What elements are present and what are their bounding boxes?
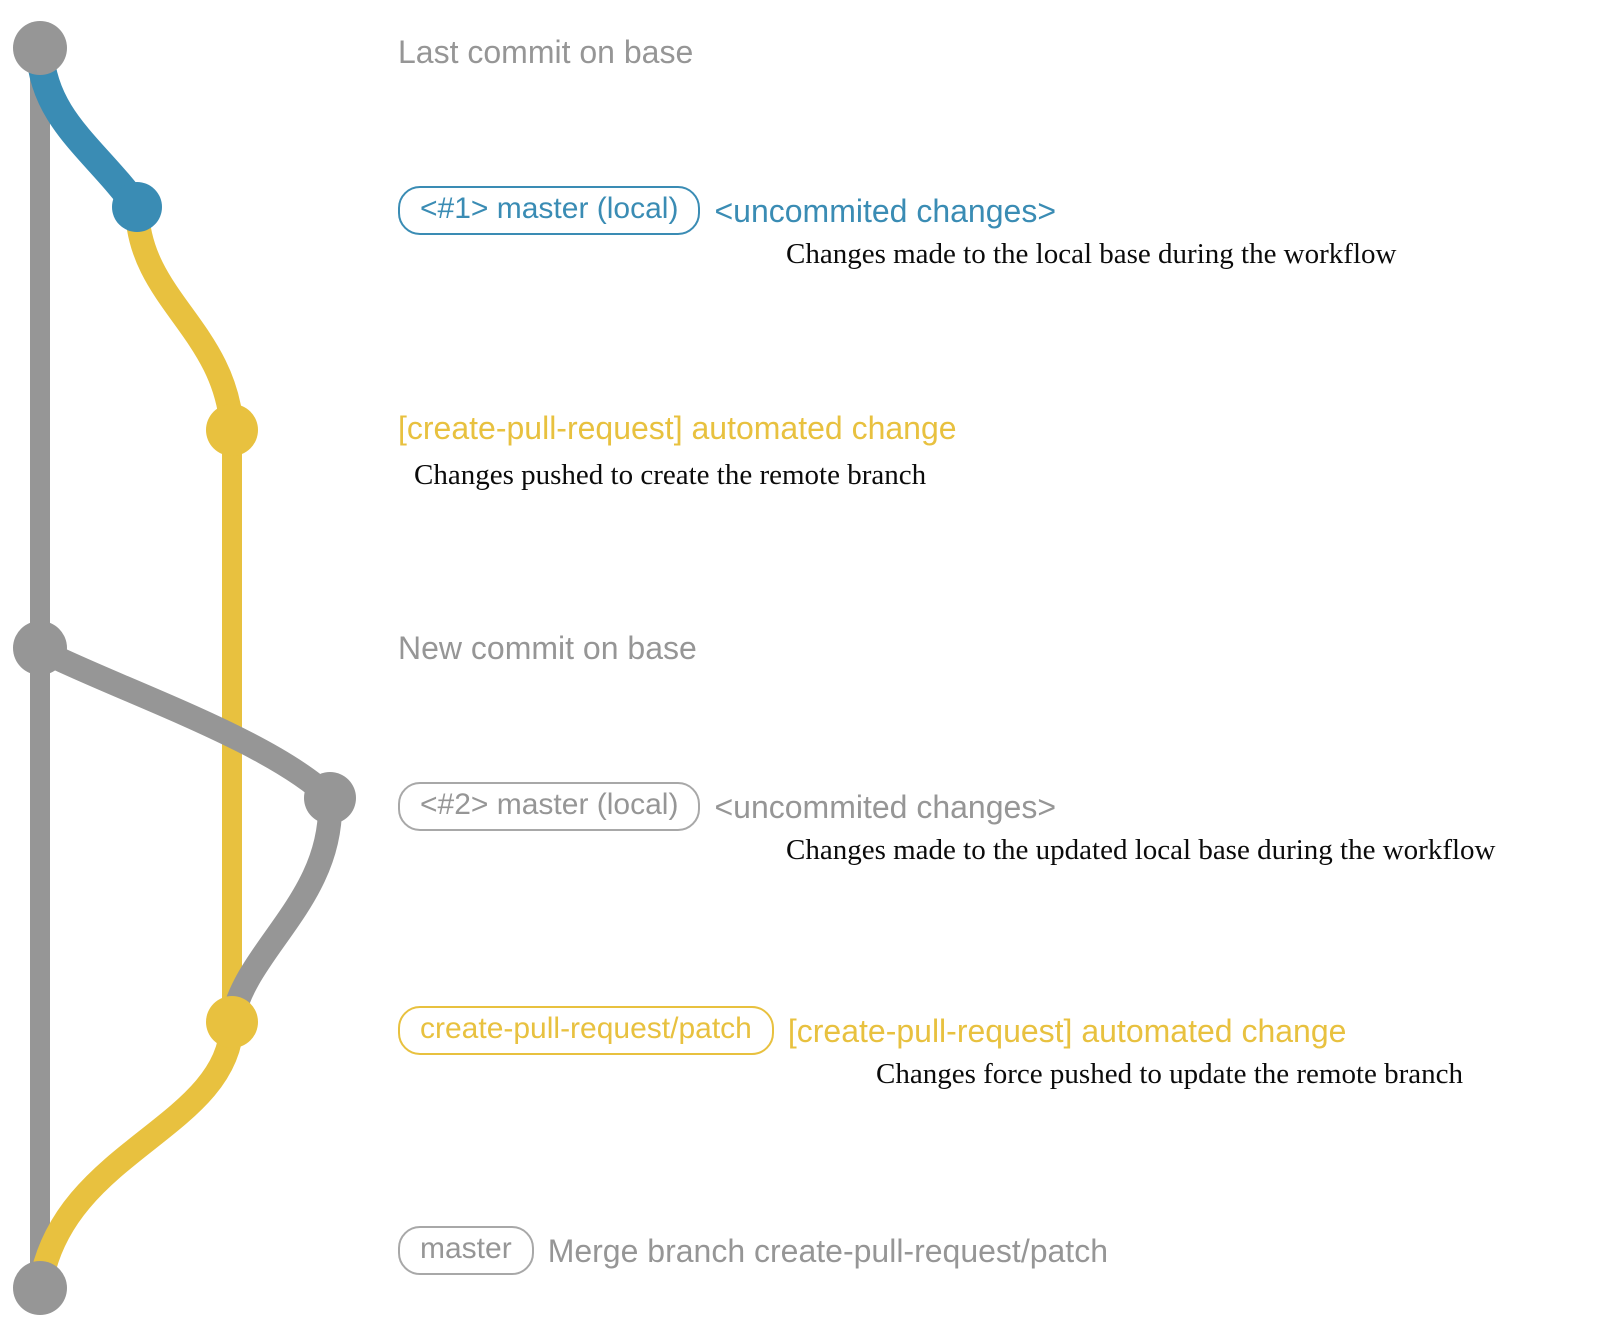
commit-note-patch-2: Changes force pushed to update the remot… [876,1058,1464,1090]
commit-node-local-1[interactable] [112,182,162,232]
commit-node-base-3[interactable] [13,1261,67,1315]
commit-row-base-3: master Merge branch create-pull-request/… [398,1226,1108,1275]
commit-node-patch-1[interactable] [206,404,258,456]
commit-title: <uncommited changes> [714,192,1056,229]
commit-row-base-2: New commit on base [398,632,697,664]
branch-base-to-local1 [26,38,151,221]
commit-node-base-2[interactable] [13,621,67,675]
branch-badge-master-local-2[interactable]: <#2> master (local) [398,782,701,831]
branch-badge-create-pull-request-patch[interactable]: create-pull-request/patch [398,1006,774,1055]
commit-title: Merge branch create-pull-request/patch [547,1232,1108,1269]
commit-row-local-2: <#2> master (local) <uncommited changes> [398,782,1056,831]
commit-row-patch-2: create-pull-request/patch [create-pull-r… [398,1006,1346,1055]
commit-node-local-2[interactable] [304,772,356,824]
branch-badge-master-local-1[interactable]: <#1> master (local) [398,186,701,235]
commit-title: Last commit on base [398,34,694,70]
commit-title: New commit on base [398,630,697,666]
commit-row-base-1: Last commit on base [398,36,693,68]
branch-badge-master[interactable]: master [398,1226,534,1275]
commit-node-base-1[interactable] [13,21,67,75]
commit-note-patch-1: Changes pushed to create the remote bran… [414,459,927,491]
branch-patch2-to-base3 [28,1012,244,1300]
commit-title: [create-pull-request] automated change [398,410,957,446]
commit-title: [create-pull-request] automated change [787,1012,1347,1049]
commit-title: <uncommited changes> [714,788,1056,825]
commit-note-local-2: Changes made to the updated local base d… [786,834,1496,866]
branch-local2-to-patch2 [220,788,343,1034]
commit-note-local-1: Changes made to the local base during th… [786,238,1397,270]
commit-row-patch-1: [create-pull-request] automated change [398,412,957,444]
branch-base2-to-local2 [28,638,342,810]
branch-local1-to-patch1 [125,198,244,442]
commit-row-local-1: <#1> master (local) <uncommited changes> [398,186,1056,235]
commit-node-patch-2[interactable] [206,996,258,1048]
